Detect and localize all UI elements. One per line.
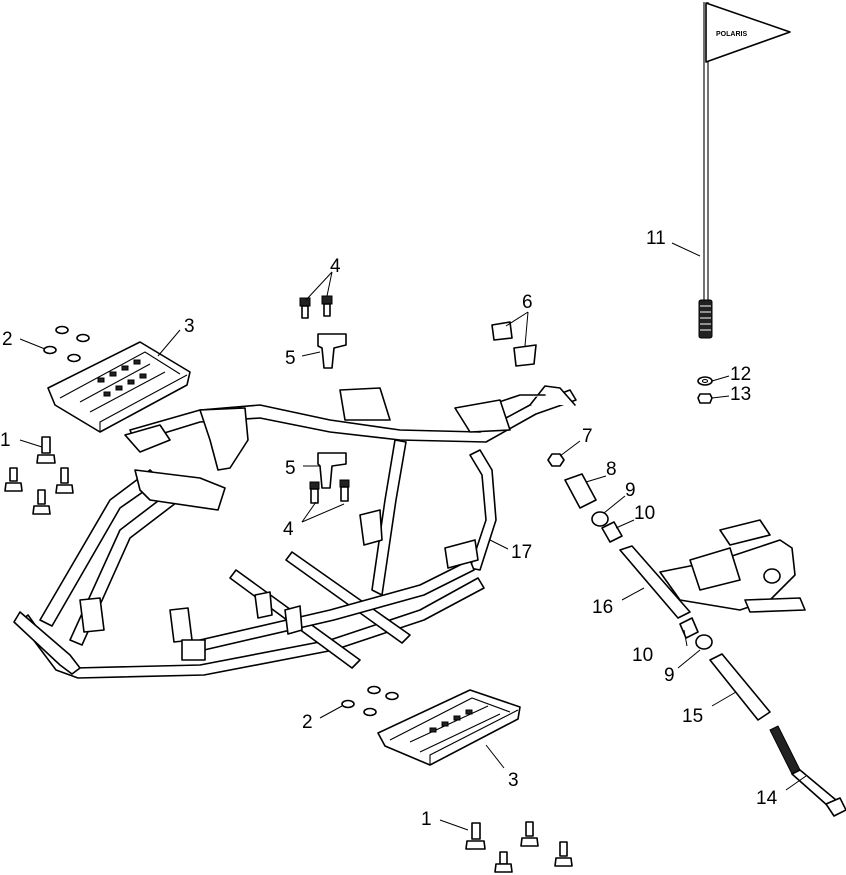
bolts-bottom <box>465 821 573 873</box>
callout-13: 13 <box>730 384 751 405</box>
callout-6: 6 <box>522 292 533 313</box>
washers-left <box>43 325 90 363</box>
whip-flag-assembly: POLARIS <box>698 2 791 339</box>
callout-3-top: 3 <box>184 316 195 337</box>
main-frame <box>13 385 577 679</box>
callout-15: 15 <box>682 706 703 727</box>
steering-post-assembly <box>619 519 806 619</box>
callout-5-top: 5 <box>285 348 296 369</box>
clips <box>491 321 537 367</box>
callout-2-left: 2 <box>2 329 13 350</box>
steering-bolt <box>769 725 846 817</box>
callout-8: 8 <box>606 459 617 480</box>
bolts-upper <box>299 295 333 319</box>
callout-7: 7 <box>582 426 593 447</box>
bushing-washer-lower <box>695 634 713 650</box>
skid-plate-right <box>377 689 521 766</box>
callout-4-top: 4 <box>330 256 341 277</box>
callout-11: 11 <box>646 228 666 249</box>
bushing-upper <box>601 521 623 543</box>
callout-14: 14 <box>756 788 778 809</box>
flag-washer-and-nut <box>697 376 713 404</box>
callout-10-lower: 10 <box>632 645 653 666</box>
callouts: 1 2 3 4 5 5 4 6 7 8 9 10 11 12 13 1 <box>0 228 807 831</box>
steering-sleeve <box>564 473 597 509</box>
bolts-middle <box>309 479 350 504</box>
bushing-lower <box>679 617 699 639</box>
steering-nut <box>547 453 565 467</box>
callout-2-bottom: 2 <box>302 712 313 733</box>
bolts-left <box>4 436 74 515</box>
callout-17: 17 <box>511 542 532 563</box>
steering-tube <box>709 653 771 721</box>
bracket-middle <box>317 452 347 489</box>
callout-1-bottom: 1 <box>421 809 432 830</box>
skid-plate-left <box>47 341 191 433</box>
callout-5-middle: 5 <box>285 458 296 479</box>
bracket-upper <box>317 333 347 369</box>
washers-bottom <box>341 685 399 717</box>
callout-9-upper: 9 <box>625 480 636 501</box>
flag-brand-text: POLARIS <box>716 31 747 38</box>
callout-10-upper: 10 <box>634 503 655 524</box>
callout-3-bottom: 3 <box>508 770 519 791</box>
bushing-washer-upper <box>591 511 609 527</box>
callout-4-middle: 4 <box>283 519 294 540</box>
callout-9-lower: 9 <box>664 665 675 686</box>
callout-16: 16 <box>592 597 613 618</box>
callout-12: 12 <box>730 364 751 385</box>
callout-1-left: 1 <box>0 430 11 451</box>
